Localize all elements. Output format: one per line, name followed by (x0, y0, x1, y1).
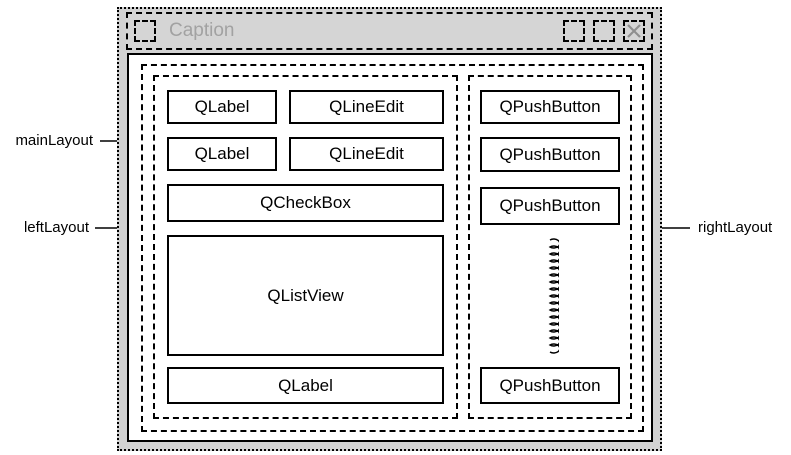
qlineedit-widget-2[interactable]: QLineEdit (289, 137, 444, 171)
right-layout-frame: QPushButton QPushButton QPushButton QPus… (468, 75, 632, 419)
qlabel-widget-2: QLabel (167, 137, 277, 171)
qlabel-widget-1: QLabel (167, 90, 277, 124)
window-caption: Caption (169, 20, 235, 41)
qlistview-widget[interactable]: QListView (167, 235, 444, 356)
qlabel-widget-bottom: QLabel (167, 367, 444, 404)
vertical-spacer (541, 225, 559, 367)
maximize-button[interactable] (593, 20, 615, 42)
titlebar[interactable]: Caption (126, 12, 653, 50)
qpushbutton-widget-1[interactable]: QPushButton (480, 90, 620, 124)
close-button[interactable] (623, 20, 645, 42)
left-layout-frame: QLabel QLineEdit QLabel QLineEdit QCheck… (153, 75, 458, 419)
window-menu-icon[interactable] (134, 20, 156, 42)
qpushbutton-widget-2[interactable]: QPushButton (480, 137, 620, 172)
window-content: QLabel QLineEdit QLabel QLineEdit QCheck… (127, 53, 653, 442)
qpushbutton-widget-3[interactable]: QPushButton (480, 187, 620, 225)
form-row: QLabel QLineEdit (167, 90, 444, 124)
close-icon (627, 24, 641, 38)
qlineedit-widget-1[interactable]: QLineEdit (289, 90, 444, 124)
main-layout-frame: QLabel QLineEdit QLabel QLineEdit QCheck… (141, 64, 644, 432)
minimize-button[interactable] (563, 20, 585, 42)
spring-icon (548, 238, 559, 354)
qpushbutton-widget-bottom[interactable]: QPushButton (480, 367, 620, 404)
annotation-mainlayout: mainLayout (15, 132, 93, 149)
form-row: QLabel QLineEdit (167, 137, 444, 171)
annotation-leftlayout: leftLayout (23, 219, 89, 236)
annotation-rightlayout: rightLayout (698, 219, 773, 236)
window: Caption QLabel QLineEdit QLabel (117, 7, 662, 451)
qcheckbox-widget[interactable]: QCheckBox (167, 184, 444, 222)
